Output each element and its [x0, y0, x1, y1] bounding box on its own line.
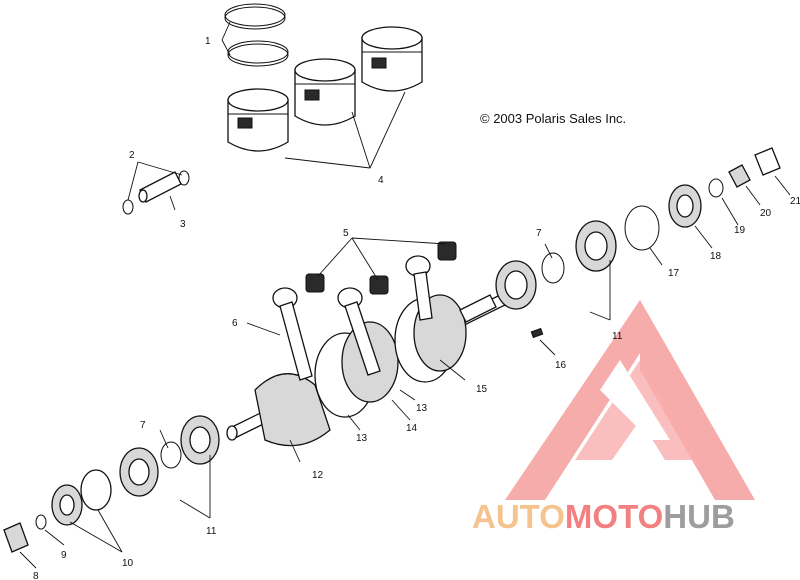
- needle-bearings: [305, 241, 457, 295]
- callout-14: 14: [406, 423, 418, 434]
- callout-10: 10: [122, 558, 134, 569]
- piston-middle: [294, 58, 356, 126]
- watermark-text: AUTOMOTOHUB: [472, 498, 735, 535]
- callout-5: 5: [343, 228, 349, 239]
- callout-7b: 7: [140, 420, 146, 431]
- callout-15: 15: [476, 384, 488, 395]
- callout-7a: 7: [536, 228, 542, 239]
- callout-numbers: 1 2 3 4 5 6 7 7 8 9 10 11 11 12 13 13 14…: [33, 36, 800, 580]
- left-bearing-stack: [3, 415, 220, 553]
- callout-20: 20: [760, 208, 772, 219]
- callout-11a: 11: [612, 331, 623, 342]
- right-bearing-stack: [495, 147, 781, 339]
- callout-18: 18: [710, 251, 722, 262]
- callout-13b: 13: [416, 403, 428, 414]
- piston-left: [227, 88, 289, 152]
- piston-rings: [224, 3, 289, 67]
- watermark-hub: HUB: [663, 498, 735, 535]
- callout-13a: 13: [356, 433, 368, 444]
- callout-17: 17: [668, 268, 680, 279]
- piston-right: [361, 26, 423, 92]
- callout-2: 2: [129, 150, 135, 161]
- copyright-text: © 2003 Polaris Sales Inc.: [480, 111, 626, 126]
- callout-1: 1: [205, 36, 211, 47]
- callout-6: 6: [232, 318, 238, 329]
- connecting-rods: [272, 255, 433, 381]
- callout-19: 19: [734, 225, 746, 236]
- callout-12: 12: [312, 470, 324, 481]
- callout-11b: 11: [206, 526, 217, 537]
- callout-4: 4: [378, 175, 384, 186]
- callout-3: 3: [180, 219, 186, 230]
- leader-lines: [19, 21, 791, 569]
- wrist-pin-assembly: [122, 170, 190, 215]
- callout-8: 8: [33, 571, 39, 580]
- callout-21: 21: [790, 196, 800, 207]
- watermark-auto: AUTO: [472, 498, 565, 535]
- watermark-logo-icon: [505, 300, 755, 500]
- watermark-moto: MOTO: [565, 498, 663, 535]
- callout-9: 9: [61, 550, 67, 561]
- callout-16: 16: [555, 360, 567, 371]
